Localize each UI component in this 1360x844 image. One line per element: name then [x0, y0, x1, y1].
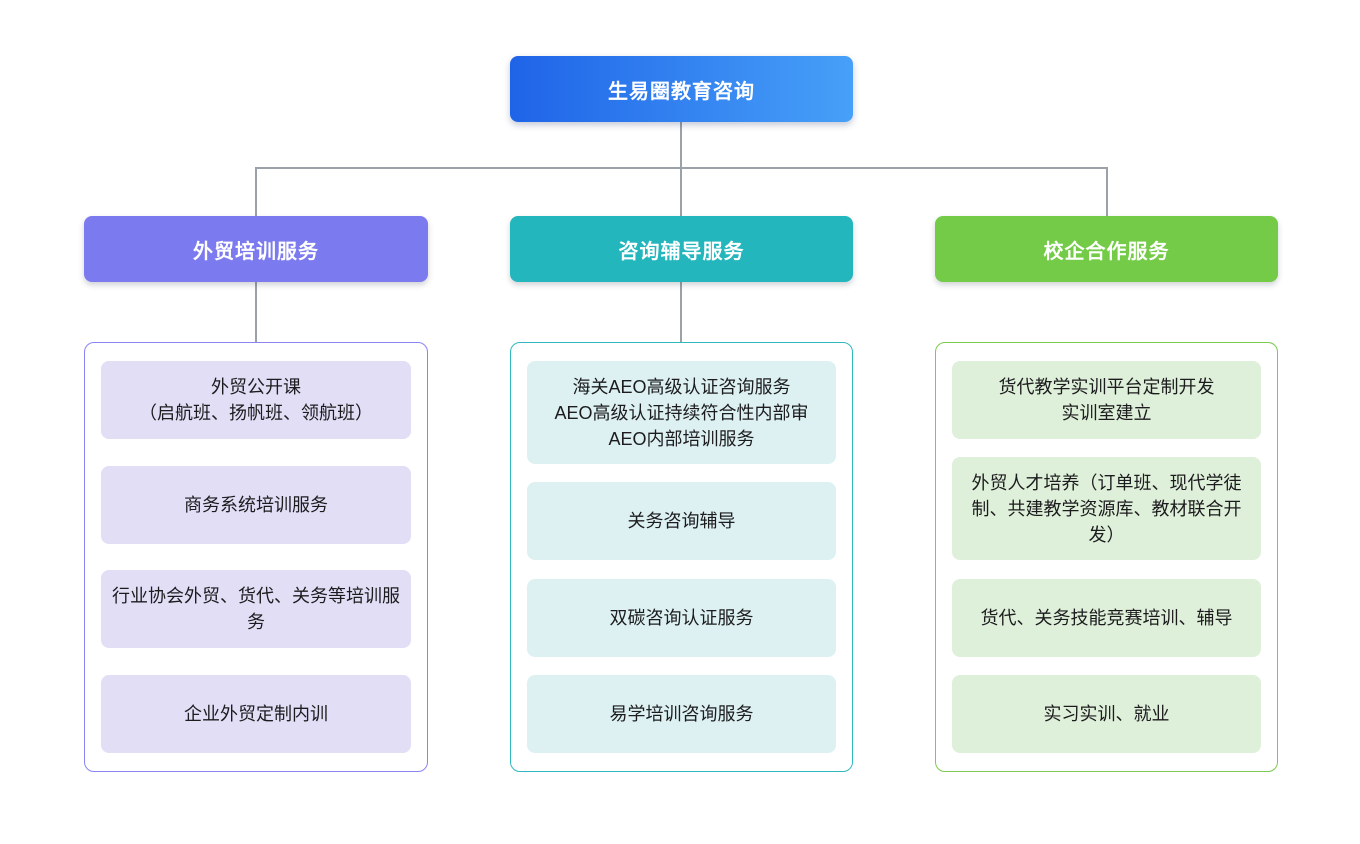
branch-header-consulting-coaching: 咨询辅导服务 [510, 216, 853, 282]
branch-column-foreign-trade-training: 外贸培训服务 外贸公开课 （启航班、扬帆班、领航班） 商务系统培训服务 行业协会… [84, 216, 428, 772]
branch-column-school-enterprise-cooperation: 校企合作服务 货代教学实训平台定制开发 实训室建立 外贸人才培养（订单班、现代学… [935, 216, 1278, 772]
service-item-training-platform: 货代教学实训平台定制开发 实训室建立 [952, 361, 1261, 439]
connector-drop-branch-3 [1106, 167, 1108, 216]
service-item-talent-cultivation: 外贸人才培养（订单班、现代学徒制、共建教学资源库、教材联合开发） [952, 457, 1261, 561]
service-item-public-course: 外贸公开课 （启航班、扬帆班、领航班） [101, 361, 411, 439]
branch-list-foreign-trade-training: 外贸公开课 （启航班、扬帆班、领航班） 商务系统培训服务 行业协会外贸、货代、关… [84, 342, 428, 772]
branch-list-school-enterprise-cooperation: 货代教学实训平台定制开发 实训室建立 外贸人才培养（订单班、现代学徒制、共建教学… [935, 342, 1278, 772]
connector-header-to-list-2 [680, 282, 682, 342]
connector-root-stem [680, 122, 682, 168]
service-item-internship: 实习实训、就业 [952, 674, 1261, 753]
connector-drop-branch-2 [680, 167, 682, 216]
branch-header-label: 咨询辅导服务 [618, 240, 745, 263]
service-item-aeo-certification: 海关AEO高级认证咨询服务 AEO高级认证持续符合性内部审 AEO内部培训服务 [527, 361, 836, 464]
root-label: 生易圈教育咨询 [608, 80, 755, 103]
service-item-business-system: 商务系统培训服务 [101, 465, 411, 544]
service-item-dual-carbon: 双碳咨询认证服务 [527, 578, 836, 657]
service-item-custom-training: 企业外贸定制内训 [101, 674, 411, 753]
branch-header-label: 外贸培训服务 [193, 240, 319, 263]
service-item-yixue-training: 易学培训咨询服务 [527, 674, 836, 753]
branch-header-label: 校企合作服务 [1043, 240, 1170, 263]
connector-header-to-list-1 [255, 282, 257, 342]
branch-header-school-enterprise-cooperation: 校企合作服务 [935, 216, 1278, 282]
root-node: 生易圈教育咨询 [510, 56, 853, 122]
branch-list-consulting-coaching: 海关AEO高级认证咨询服务 AEO高级认证持续符合性内部审 AEO内部培训服务 … [510, 342, 853, 772]
branch-header-foreign-trade-training: 外贸培训服务 [84, 216, 428, 282]
service-item-customs-coaching: 关务咨询辅导 [527, 482, 836, 561]
service-item-skill-competition: 货代、关务技能竞赛培训、辅导 [952, 578, 1261, 657]
connector-drop-branch-1 [255, 167, 257, 216]
service-item-association-training: 行业协会外贸、货代、关务等培训服务 [101, 570, 411, 649]
branch-column-consulting-coaching: 咨询辅导服务 海关AEO高级认证咨询服务 AEO高级认证持续符合性内部审 AEO… [510, 216, 853, 772]
